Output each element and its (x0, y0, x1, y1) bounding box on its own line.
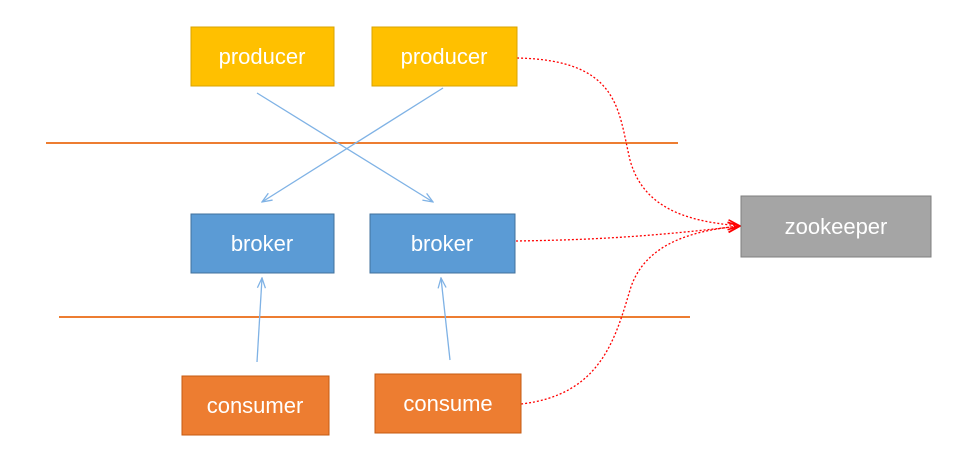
edge-producer1-to-broker2 (256, 92, 433, 202)
edge-consumer2-to-zookeeper (520, 226, 740, 405)
edge-consumer2-to-broker2 (441, 278, 451, 361)
edge-broker2-to-zookeeper (515, 226, 740, 242)
zookeeper-node: zookeeper (740, 195, 932, 258)
broker-node-1-label: broker (231, 231, 293, 256)
consumer-node-1: consumer (181, 375, 330, 436)
edge-producer2-to-broker1 (262, 87, 444, 202)
producer-node-1-label: producer (219, 44, 306, 69)
broker-node-2-label: broker (411, 231, 473, 256)
producer-node-2-label: producer (401, 44, 488, 69)
consumer-node-1-label: consumer (207, 393, 304, 418)
zookeeper-node-label: zookeeper (785, 214, 888, 239)
consumer-node-2: consume (374, 373, 522, 434)
edge-consumer1-to-broker1 (256, 278, 262, 363)
consumer-node-2-label: consume (403, 391, 492, 416)
broker-node-2: broker (369, 213, 516, 274)
producer-node-2: producer (371, 26, 518, 87)
producer-node-1: producer (190, 26, 335, 87)
broker-node-1: broker (190, 213, 335, 274)
edge-producer2-to-zookeeper (516, 57, 740, 226)
